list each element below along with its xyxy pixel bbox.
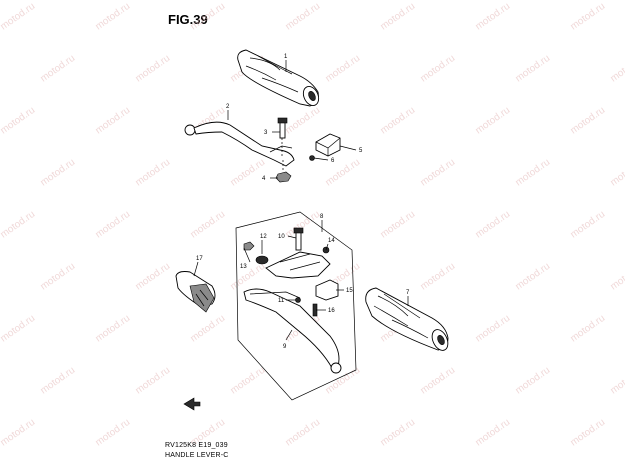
watermark-text: motod.ru (133, 157, 172, 189)
callout-12: 12 (260, 234, 267, 240)
watermark-text: motod.ru (608, 365, 625, 397)
watermark-text: motod.ru (513, 53, 552, 85)
callout-8: 8 (320, 214, 324, 220)
callout-15: 15 (346, 288, 353, 294)
watermark-text: motod.ru (568, 417, 607, 449)
watermark-text: motod.ru (188, 209, 227, 241)
watermark-text: motod.ru (188, 313, 227, 345)
callout-2: 2 (226, 104, 230, 110)
callout-9: 9 (283, 344, 287, 350)
watermark-text: motod.ru (283, 105, 322, 137)
watermark-text: motod.ru (608, 261, 625, 293)
watermark-text: motod.ru (0, 313, 37, 345)
callout-7: 7 (406, 290, 410, 296)
watermark-text: motod.ru (228, 365, 267, 397)
callout-17: 17 (196, 256, 203, 262)
footer-figure-name: HANDLE LEVER-C (165, 452, 229, 459)
watermark-text: motod.ru (38, 53, 77, 85)
watermark-text: motod.ru (418, 261, 457, 293)
figure-title: FIG.39 (168, 12, 208, 27)
watermark-text: motod.ru (568, 105, 607, 137)
callout-3: 3 (264, 130, 268, 136)
bolt-part-3 (277, 117, 288, 156)
watermark-text: motod.ru (93, 105, 132, 137)
watermark-text: motod.ru (0, 209, 37, 241)
watermark-text: motod.ru (418, 53, 457, 85)
watermark-text: motod.ru (568, 313, 607, 345)
callout-6: 6 (331, 158, 335, 164)
callout-labels: 1 2 3 4 5 6 7 8 9 10 11 12 13 14 15 16 1… (196, 54, 410, 350)
callout-14: 14 (328, 238, 335, 244)
watermark-text: motod.ru (93, 209, 132, 241)
watermark-text: motod.ru (93, 313, 132, 345)
callout-4: 4 (262, 176, 266, 182)
watermark-text: motod.ru (378, 1, 417, 33)
watermark-text: motod.ru (0, 105, 37, 137)
watermark-text: motod.ru (418, 365, 457, 397)
watermark-text: motod.ru (378, 105, 417, 137)
watermark-text: motod.ru (513, 261, 552, 293)
watermark-text: motod.ru (568, 209, 607, 241)
watermark-text: motod.ru (133, 261, 172, 293)
switch-part-5 (309, 133, 341, 161)
watermark-text: motod.ru (568, 1, 607, 33)
leader-lines (193, 60, 409, 341)
watermark-text: motod.ru (283, 209, 322, 241)
callout-11: 11 (278, 298, 285, 304)
watermark-text: motod.ru (473, 105, 512, 137)
clutch-assembly-box (235, 211, 357, 401)
watermark-text: motod.ru (283, 417, 322, 449)
watermark-text: motod.ru (93, 1, 132, 33)
front-lever-part (184, 121, 295, 167)
watermark-text: motod.ru (38, 365, 77, 397)
watermark-text: motod.ru (473, 417, 512, 449)
watermark-text: motod.ru (228, 261, 267, 293)
watermark-text: motod.ru (38, 157, 77, 189)
throttle-part-17 (175, 271, 216, 313)
watermark-text: motod.ru (378, 209, 417, 241)
grip-right-part (237, 49, 320, 107)
watermark-text: motod.ru (608, 157, 625, 189)
watermark-text: motod.ru (513, 157, 552, 189)
watermark-text: motod.ru (38, 261, 77, 293)
watermark-text: motod.ru (228, 157, 267, 189)
lever-bracket-part (243, 227, 339, 317)
callout-5: 5 (359, 148, 363, 154)
callout-16: 16 (328, 308, 335, 314)
watermark-text: motod.ru (473, 209, 512, 241)
grip-left-part (365, 287, 449, 351)
clutch-lever-part (243, 288, 342, 374)
watermark-text: motod.ru (418, 157, 457, 189)
callout-13: 13 (240, 264, 247, 270)
watermark-text: motod.ru (513, 365, 552, 397)
watermark-text: motod.ru (323, 157, 362, 189)
front-direction-icon (183, 397, 201, 411)
watermark-text: motod.ru (323, 53, 362, 85)
watermark-text: motod.ru (133, 365, 172, 397)
watermark-text: motod.ru (133, 53, 172, 85)
watermark-text: motod.ru (473, 1, 512, 33)
watermark-text: motod.ru (0, 1, 37, 33)
watermark-text: motod.ru (378, 417, 417, 449)
watermark-text: motod.ru (608, 53, 625, 85)
watermark-text: motod.ru (283, 1, 322, 33)
watermark-text: motod.ru (93, 417, 132, 449)
watermark-text: motod.ru (473, 313, 512, 345)
watermark-text: motod.ru (0, 417, 37, 449)
watermark-text: motod.ru (188, 1, 227, 33)
callout-10: 10 (278, 234, 285, 240)
callout-1: 1 (284, 54, 288, 60)
footer-model-code: RV125K8 E19_039 (165, 442, 228, 449)
